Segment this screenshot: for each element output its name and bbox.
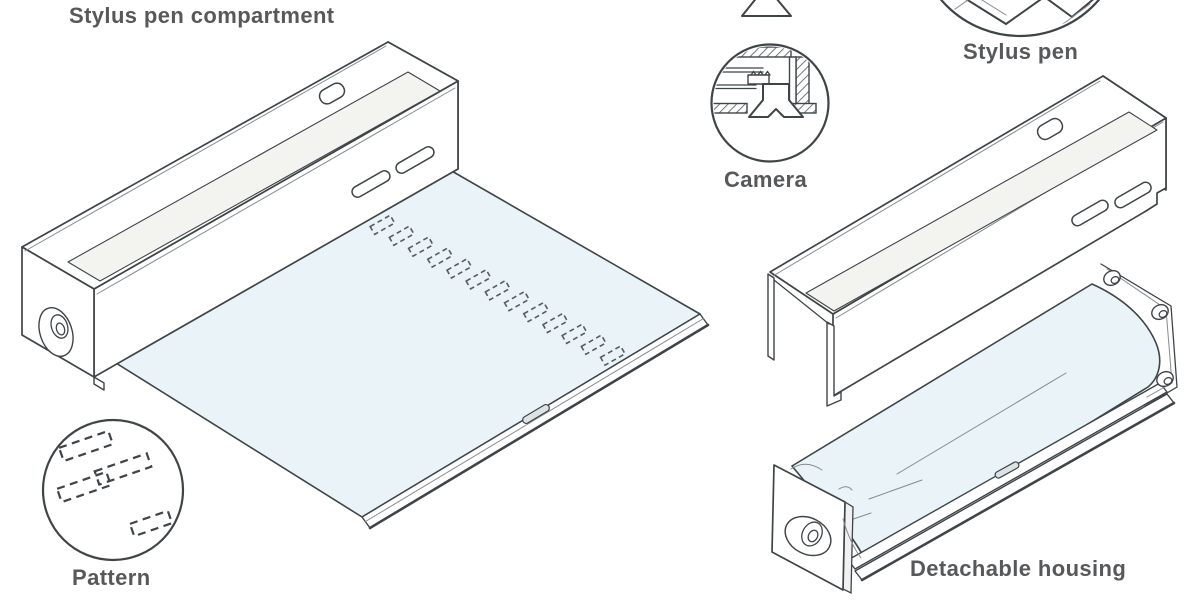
camera-cone-cutoff <box>741 0 792 17</box>
bar-end-lens <box>38 307 74 357</box>
pattern-mark <box>599 344 627 367</box>
bar-foot <box>93 376 105 391</box>
detachable-unit <box>771 263 1178 595</box>
roller-peg <box>1151 303 1169 321</box>
unit-rail-slot <box>994 461 1020 479</box>
unit-end-plate <box>771 463 862 595</box>
stylus-pen-callout-circle <box>939 0 1101 38</box>
pattern-mark <box>561 323 588 345</box>
pattern-callout <box>41 418 185 562</box>
cover-top-recessed-panel <box>805 111 1158 312</box>
roller-end-frame <box>1100 263 1178 407</box>
label-detachable-housing: Detachable housing <box>910 556 1127 581</box>
roller-peg <box>1156 370 1174 388</box>
mat-pattern-marks <box>330 192 627 367</box>
stylus-bar <box>21 41 459 391</box>
pattern-mark <box>522 301 550 323</box>
pattern-mark <box>388 225 415 247</box>
pattern-mark <box>503 290 531 312</box>
bar-top-opening <box>318 82 346 105</box>
camera-callout <box>710 43 830 163</box>
housing-cover <box>767 75 1167 407</box>
pattern-mark <box>369 214 396 236</box>
camera-lens-cone <box>748 83 804 118</box>
roller-peg <box>1103 269 1121 287</box>
mat-edge-rail <box>361 313 710 530</box>
cover-top-face <box>769 75 1167 315</box>
label-stylus-pen-compartment: Stylus pen compartment <box>69 3 335 28</box>
cover-front-wall <box>826 321 842 407</box>
cover-front-face <box>832 117 1167 397</box>
rail-slot <box>522 403 550 425</box>
pattern-mark <box>541 312 569 334</box>
bar-front-slot-2 <box>395 146 435 174</box>
unit-bottom-rails <box>847 382 1176 582</box>
pattern-callout-circle <box>41 418 185 562</box>
label-stylus-pen: Stylus pen <box>963 39 1079 64</box>
pattern-mark <box>426 246 454 269</box>
pattern-mark <box>445 257 473 280</box>
bar-front-slot-1 <box>351 170 391 198</box>
pattern-mark <box>465 268 492 290</box>
stylus-pen-callout <box>939 0 1103 38</box>
camera-cross-section <box>713 46 817 118</box>
label-pattern: Pattern <box>72 565 151 590</box>
main-unit-figure <box>21 41 710 530</box>
pattern-mark <box>580 334 607 356</box>
housing-figure <box>767 75 1178 595</box>
cover-front-slot-2 <box>1114 181 1152 209</box>
pattern-mark <box>407 235 435 258</box>
stylus-pen-detail <box>947 0 1103 26</box>
bar-top-recessed-panel <box>67 71 441 282</box>
cover-front-slot-1 <box>1071 199 1109 227</box>
label-camera: Camera <box>724 167 808 192</box>
pattern-mark <box>484 279 511 301</box>
cover-top-opening <box>1036 117 1064 141</box>
cover-back-wall <box>767 273 775 361</box>
